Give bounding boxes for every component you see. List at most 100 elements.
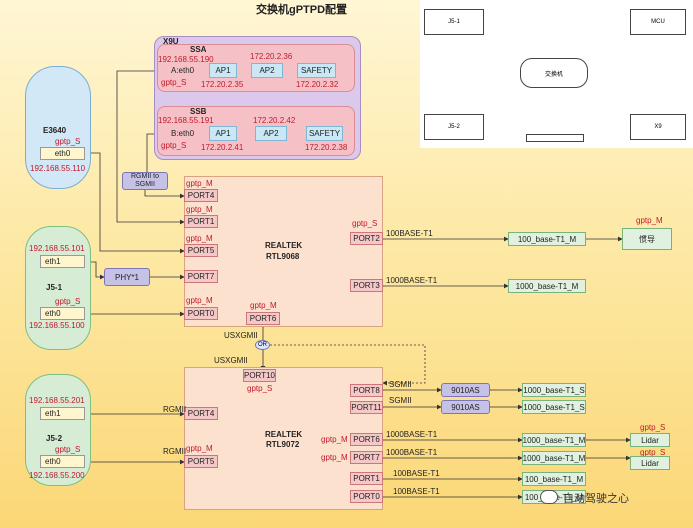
rtl9068-port2-gptp: gptp_S xyxy=(352,219,378,228)
link-rgmii-port5: RGMII xyxy=(163,447,187,456)
ssb-gptp: gptp_S xyxy=(161,141,187,150)
ref-switch-box: 交换机 xyxy=(520,58,588,88)
rtl9072-port6: PORT6 xyxy=(350,433,383,446)
rtl9072-port5: PORT5 xyxy=(184,455,218,468)
ssa-label: SSA xyxy=(190,45,207,54)
e3640-container xyxy=(25,66,91,189)
link-rgmii-port4: RGMII xyxy=(163,405,187,414)
t1-port8-box: 1000_base-T1_S xyxy=(522,383,586,397)
ssb-safety: SAFETY xyxy=(306,126,343,141)
j5-1-ip0: 192.168.55.100 xyxy=(29,321,85,330)
rtl9068-port1-gptp: gptp_M xyxy=(186,205,213,214)
ssa-ap1-ip: 172.20.2.35 xyxy=(201,80,244,89)
ssb-ap1-ip: 172.20.2.41 xyxy=(201,143,244,152)
ssb-ap2-ip: 172.20.2.42 xyxy=(253,116,296,125)
rtl9072-name2: RTL9072 xyxy=(266,440,300,449)
rtl9068-port0: PORT0 xyxy=(184,307,218,320)
rtl9072-port11: PORT11 xyxy=(350,401,383,414)
ssa-ap2: AP2 xyxy=(251,63,283,78)
rtl9072-port5-gptp: gptp_M xyxy=(186,444,213,453)
e3640-ip: 192.168.55.110 xyxy=(30,164,86,173)
j5-1-container xyxy=(25,226,91,350)
rtl9068-port6-gptp: gptp_M xyxy=(250,301,277,310)
rtl9068-port1: PORT1 xyxy=(184,215,218,228)
ssa-safety-ip: 172.20.2.32 xyxy=(296,80,339,89)
j5-2-eth1: eth1 xyxy=(40,407,85,420)
ref-j5-1-box: J5-1 xyxy=(424,9,484,35)
9010as-box-2: 9010AS xyxy=(441,400,490,414)
rtl9072-port0: PORT0 xyxy=(350,490,383,503)
ref-connector-strip xyxy=(526,134,584,142)
j5-2-ip0: 192.168.55.200 xyxy=(29,471,85,480)
rtl9072-port1: PORT1 xyxy=(350,472,383,485)
rtl9068-name2: RTL9068 xyxy=(266,252,300,261)
ssa-iface: A:eth0 xyxy=(171,66,195,75)
link-1000base-t1-port7: 1000BASE-T1 xyxy=(386,448,438,457)
rtl9072-switch xyxy=(184,367,383,510)
rtl9068-port7: PORT7 xyxy=(184,270,218,283)
e3640-eth0: eth0 xyxy=(40,147,85,160)
lidar2-box: Lidar xyxy=(630,456,670,470)
j5-1-ip1: 192.168.55.101 xyxy=(29,244,85,253)
rtl9072-port6-gptp: gptp_M xyxy=(321,435,348,444)
9010as-box-1: 9010AS xyxy=(441,383,490,397)
ssb-safety-ip: 172.20.2.38 xyxy=(305,143,348,152)
j5-2-label: J5-2 xyxy=(46,434,63,443)
ref-j5-2-box: J5-2 xyxy=(424,114,484,140)
rtl9068-port4: PORT4 xyxy=(184,189,218,202)
or-marker: OR xyxy=(255,340,270,350)
lidar2-gptp: gptp_S xyxy=(640,448,666,457)
link-sgmii-port8: SGMII xyxy=(389,380,412,389)
usxgmii-label-b: USXGMII xyxy=(214,356,248,365)
rtl9072-port7: PORT7 xyxy=(350,451,383,464)
j5-2-gptp: gptp_S xyxy=(55,445,81,454)
t1-port2-box: 100_base-T1_M xyxy=(508,232,586,246)
link-sgmii-port11: SGMII xyxy=(389,396,412,405)
link-100base-t1-port0: 100BASE-T1 xyxy=(393,487,440,496)
link-100base-t1-port1: 100BASE-T1 xyxy=(393,469,440,478)
ssb-ap1: AP1 xyxy=(209,126,237,141)
t1-port3-box: 1000_base-T1_M xyxy=(508,279,586,293)
j5-2-eth0: eth0 xyxy=(40,455,85,468)
ssa-ip: 192.168.55.190 xyxy=(158,55,214,64)
t1-port6-box: 1000_base-T1_M xyxy=(522,433,586,447)
ssa-gptp: gptp_S xyxy=(161,78,187,87)
rtl9068-port0-gptp: gptp_M xyxy=(186,296,213,305)
ssa-ap2-ip: 172.20.2.36 xyxy=(250,52,293,61)
ssa-safety: SAFETY xyxy=(297,63,336,78)
link-1000base-t1-port6: 1000BASE-T1 xyxy=(386,430,438,439)
rgmii-to-sgmii-box: RGMII to SGMII xyxy=(122,172,168,190)
link-100base-t1-port2: 100BASE-T1 xyxy=(386,229,433,238)
j5-1-eth0: eth0 xyxy=(40,307,85,320)
ssb-ip: 192.168.55.191 xyxy=(158,116,214,125)
rtl9068-port4-gptp: gptp_M xyxy=(186,179,213,188)
rtl9068-port6: PORT6 xyxy=(246,312,280,325)
ssb-ap2: AP2 xyxy=(255,126,287,141)
usxgmii-label-a: USXGMII xyxy=(224,331,258,340)
rtl9072-port7-gptp: gptp_M xyxy=(321,453,348,462)
guidao-gptp: gptp_M xyxy=(636,216,663,225)
rtl9068-port3: PORT3 xyxy=(350,279,383,292)
e3640-gptp: gptp_S xyxy=(55,137,81,146)
phy-box: PHY*1 xyxy=(104,268,150,286)
t1-port7-box: 1000_base-T1_M xyxy=(522,451,586,465)
lidar1-box: Lidar xyxy=(630,433,670,447)
j5-2-ip1: 192.168.55.201 xyxy=(29,396,85,405)
page-title: 交换机gPTPD配置 xyxy=(256,4,348,16)
wechat-icon xyxy=(540,490,558,504)
guidao-box: 惯导 xyxy=(622,228,672,250)
ssb-label: SSB xyxy=(190,107,207,116)
j5-2-container xyxy=(25,374,91,486)
rtl9072-name1: REALTEK xyxy=(265,430,303,439)
ref-x9-box: X9 xyxy=(630,114,686,140)
rtl9072-port10-gptp: gptp_S xyxy=(247,384,273,393)
ssa-ap1: AP1 xyxy=(209,63,237,78)
x9u-label: X9U xyxy=(163,37,179,46)
t1-port11-box: 1000_base-T1_S xyxy=(522,400,586,414)
ssb-iface: B:eth0 xyxy=(171,129,195,138)
rtl9068-name1: REALTEK xyxy=(265,241,303,250)
watermark-text: 自动驾驶之心 xyxy=(563,493,629,505)
e3640-label: E3640 xyxy=(43,126,67,135)
ref-mcu-box: MCU xyxy=(630,9,686,35)
lidar1-gptp: gptp_S xyxy=(640,423,666,432)
